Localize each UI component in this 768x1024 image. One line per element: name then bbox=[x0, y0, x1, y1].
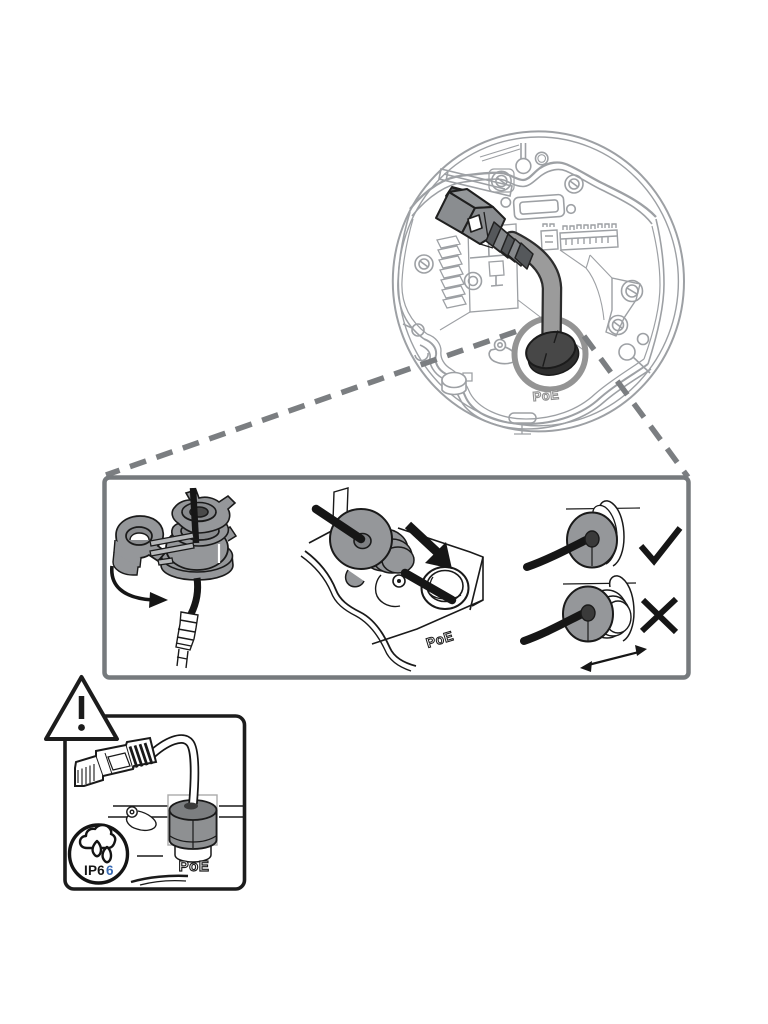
svg-text:PoE: PoE bbox=[179, 858, 210, 875]
svg-text:IP6: IP6 bbox=[84, 863, 105, 878]
svg-text:6: 6 bbox=[106, 863, 114, 878]
svg-text:PoE: PoE bbox=[532, 387, 560, 404]
